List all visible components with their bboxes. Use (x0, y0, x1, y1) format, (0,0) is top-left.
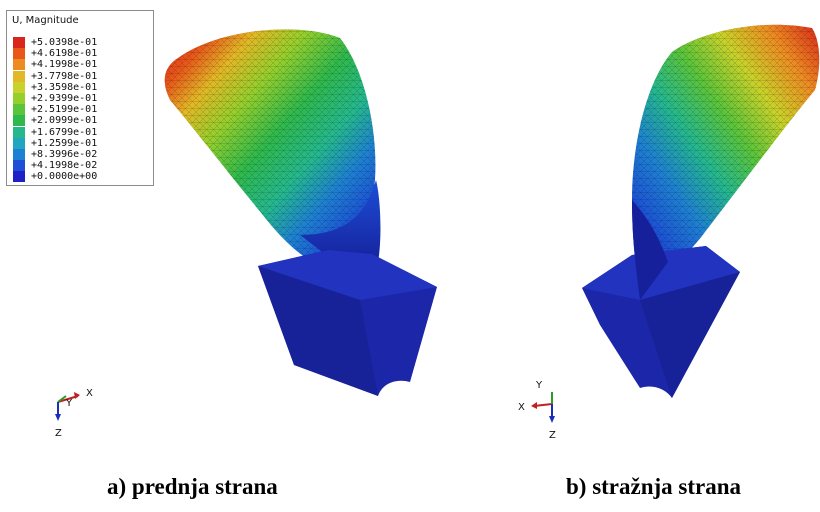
legend-swatch (13, 48, 25, 60)
legend-swatch (13, 104, 25, 116)
legend-entry: +2.0999e-01 (13, 115, 98, 127)
legend-value: +1.2599e-01 (31, 137, 98, 149)
axis-z-label-back: Z (549, 430, 556, 441)
legend-value: +1.6799e-01 (31, 126, 98, 138)
legend-swatch (13, 149, 25, 160)
legend-swatch (13, 171, 25, 183)
legend-swatch (13, 126, 25, 138)
legend-swatch (13, 115, 25, 127)
axis-triad-front: X Y Z (55, 388, 93, 439)
legend-swatch (13, 137, 25, 149)
model-front-view (164, 29, 437, 396)
legend-value: +8.3996e-02 (31, 149, 98, 160)
axis-x-label-back: X (518, 402, 525, 413)
legend-entry: +4.1998e-01 (13, 59, 98, 71)
legend-swatch (13, 81, 25, 93)
axis-y-label-front: Y (65, 398, 73, 409)
axis-z-label-front: Z (55, 428, 62, 439)
legend-entry: +4.6198e-01 (13, 48, 98, 60)
legend-title: U, Magnitude (12, 15, 79, 26)
legend-swatch (13, 93, 25, 104)
legend-value: +4.1998e-02 (31, 160, 98, 172)
legend-swatch (13, 37, 25, 48)
legend-entry: +3.7798e-01 (13, 70, 98, 82)
legend-value: +2.5199e-01 (31, 104, 98, 116)
axis-triad-back: X Y Z (518, 380, 556, 441)
legend-entry: +1.6799e-01 (13, 126, 98, 138)
legend-entry: +4.1998e-02 (13, 160, 98, 172)
legend-value: +4.1998e-01 (31, 59, 98, 71)
legend-swatch (13, 59, 25, 71)
legend: U, Magnitude +5.0398e-01+4.6198e-01+4.19… (6, 10, 154, 186)
caption-front: a) prednja strana (107, 474, 278, 499)
legend-entry: +8.3996e-02 (13, 149, 97, 160)
legend-value: +2.9399e-01 (31, 93, 98, 104)
caption-back: b) stražnja strana (566, 474, 742, 499)
axis-x-label-front: X (86, 388, 93, 399)
legend-entry: +2.9399e-01 (13, 93, 97, 104)
legend-value: +3.7798e-01 (31, 70, 98, 82)
legend-value: +5.0398e-01 (31, 37, 98, 48)
legend-entry: +1.2599e-01 (13, 137, 98, 149)
fem-views: X Y Z X Y Z (55, 24, 820, 441)
axis-y-label-back: Y (535, 380, 543, 391)
legend-entry: +5.0398e-01 (13, 37, 97, 48)
legend-swatch (13, 160, 25, 172)
legend-value: +2.0999e-01 (31, 115, 98, 127)
legend-value: +0.0000e+00 (31, 171, 98, 183)
model-back-view (582, 24, 820, 398)
legend-entry: +3.3598e-01 (13, 81, 98, 93)
legend-entry: +2.5199e-01 (13, 104, 98, 116)
stem-front (300, 180, 381, 268)
legend-value: +4.6198e-01 (31, 48, 98, 60)
legend-entry: +0.0000e+00 (13, 171, 98, 183)
legend-value: +3.3598e-01 (31, 81, 98, 93)
legend-swatch (13, 70, 25, 82)
